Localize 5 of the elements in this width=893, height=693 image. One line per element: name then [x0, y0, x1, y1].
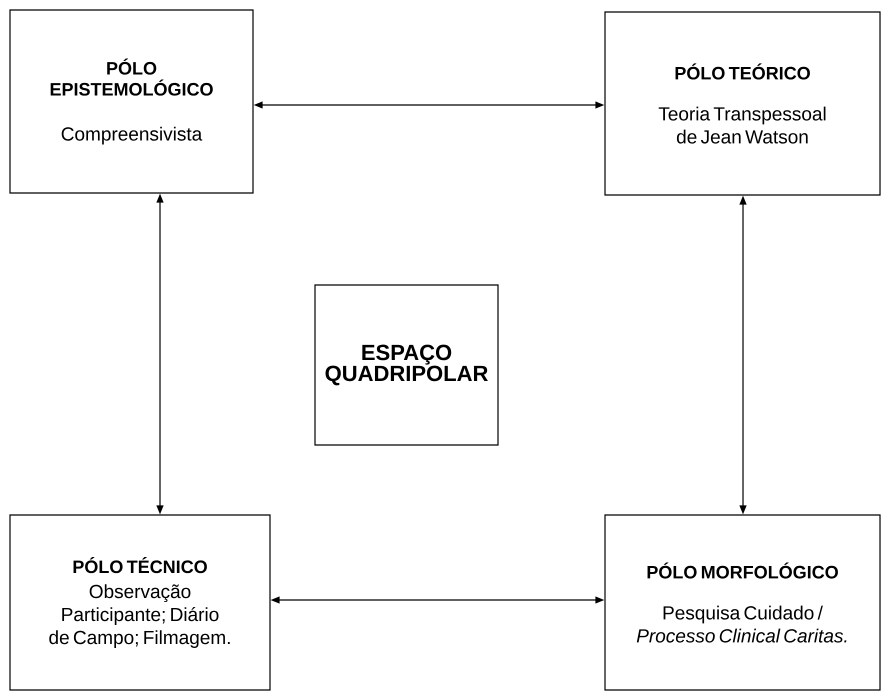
- text-box: PÓLO EPISTEMOLÓGICO Compreensivista: [9, 9, 254, 194]
- text-box: PÓLO TÉCNICO Observação Participante; Diário de Campo; Filmagem.: [9, 514, 271, 691]
- text-box: PÓLO MORFOLÓGICO Pesquisa Cuidado / Processo Clinical Caritas.: [604, 514, 881, 691]
- text-box: PÓLO TEÓRICO Teoria Transpessoal de Jean Watson: [604, 11, 881, 196]
- text-box: ESPAÇO QUADRIPOLAR: [314, 284, 499, 446]
